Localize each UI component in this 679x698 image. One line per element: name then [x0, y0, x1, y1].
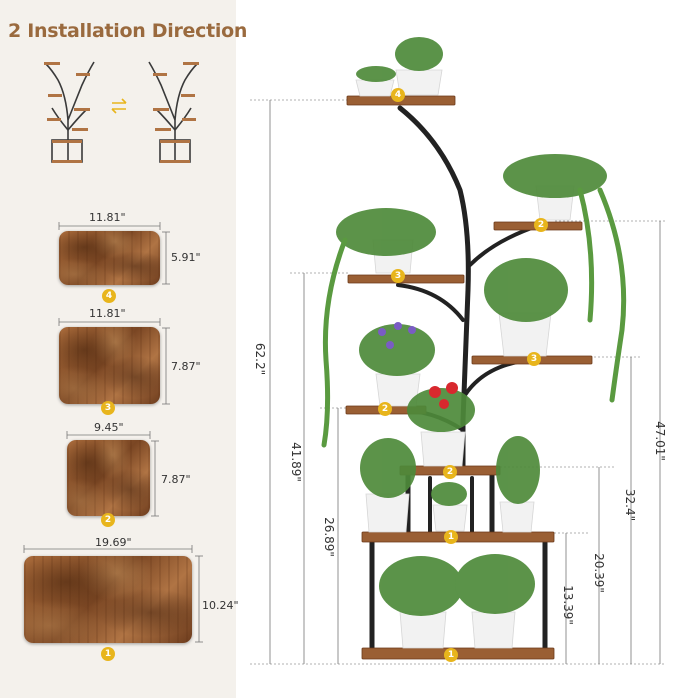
height-32-label: 32.4"	[623, 488, 638, 522]
shelf-3-board	[59, 327, 160, 404]
shelf-1-board	[24, 556, 192, 643]
shelf-2-depth: 7.87"	[161, 473, 191, 486]
mini-shelves-left	[44, 62, 90, 163]
plant-foliage	[336, 37, 607, 616]
mini-stand-left	[45, 61, 95, 163]
shelf-2-board	[67, 440, 150, 516]
mini-shelves-right	[153, 62, 199, 163]
height-47-label: 47.01"	[652, 421, 667, 461]
shelf-1-width: 19.69"	[95, 536, 132, 549]
shelf-3-depth: 7.87"	[171, 360, 201, 373]
shelf-dimension-lines	[23, 222, 203, 643]
height-13-label: 13.39"	[560, 585, 575, 625]
height-total-label: 62.2"	[253, 342, 268, 376]
shelf-2-badge: 2	[101, 513, 115, 527]
height-41-label: 41.89"	[288, 442, 303, 482]
shelf-1-depth: 10.24"	[202, 599, 239, 612]
height-26-label: 26.89"	[321, 517, 336, 557]
tier-badge-3-right: 3	[527, 352, 541, 366]
page-title: 2 Installation Direction	[8, 20, 248, 42]
tier-badge-2-left: 2	[378, 402, 392, 416]
height-lines	[269, 100, 661, 664]
swap-arrows-icon	[111, 98, 127, 114]
shelf-4-depth: 5.91"	[171, 251, 201, 264]
tier-badge-1-bottom: 1	[444, 648, 458, 662]
hanging-vines	[321, 187, 627, 448]
tier-badge-3-left: 3	[391, 269, 405, 283]
height-20-label: 20.39"	[591, 553, 606, 593]
tier-badge-4: 4	[391, 88, 405, 102]
shelf-4-board	[59, 231, 160, 285]
shelf-4-width: 11.81"	[89, 211, 126, 224]
shelf-3-badge: 3	[101, 401, 115, 415]
mini-stand-right	[148, 61, 198, 163]
shelf-1-badge: 1	[101, 647, 115, 661]
shelf-4-badge: 4	[102, 289, 116, 303]
shelf-3-width: 11.81"	[89, 307, 126, 320]
tier-badge-1-upper: 1	[444, 530, 458, 544]
shelf-2-width: 9.45"	[94, 421, 124, 434]
tier-badge-2-upper: 2	[534, 218, 548, 232]
tier-badge-2-middle: 2	[443, 465, 457, 479]
flowers	[378, 322, 458, 409]
